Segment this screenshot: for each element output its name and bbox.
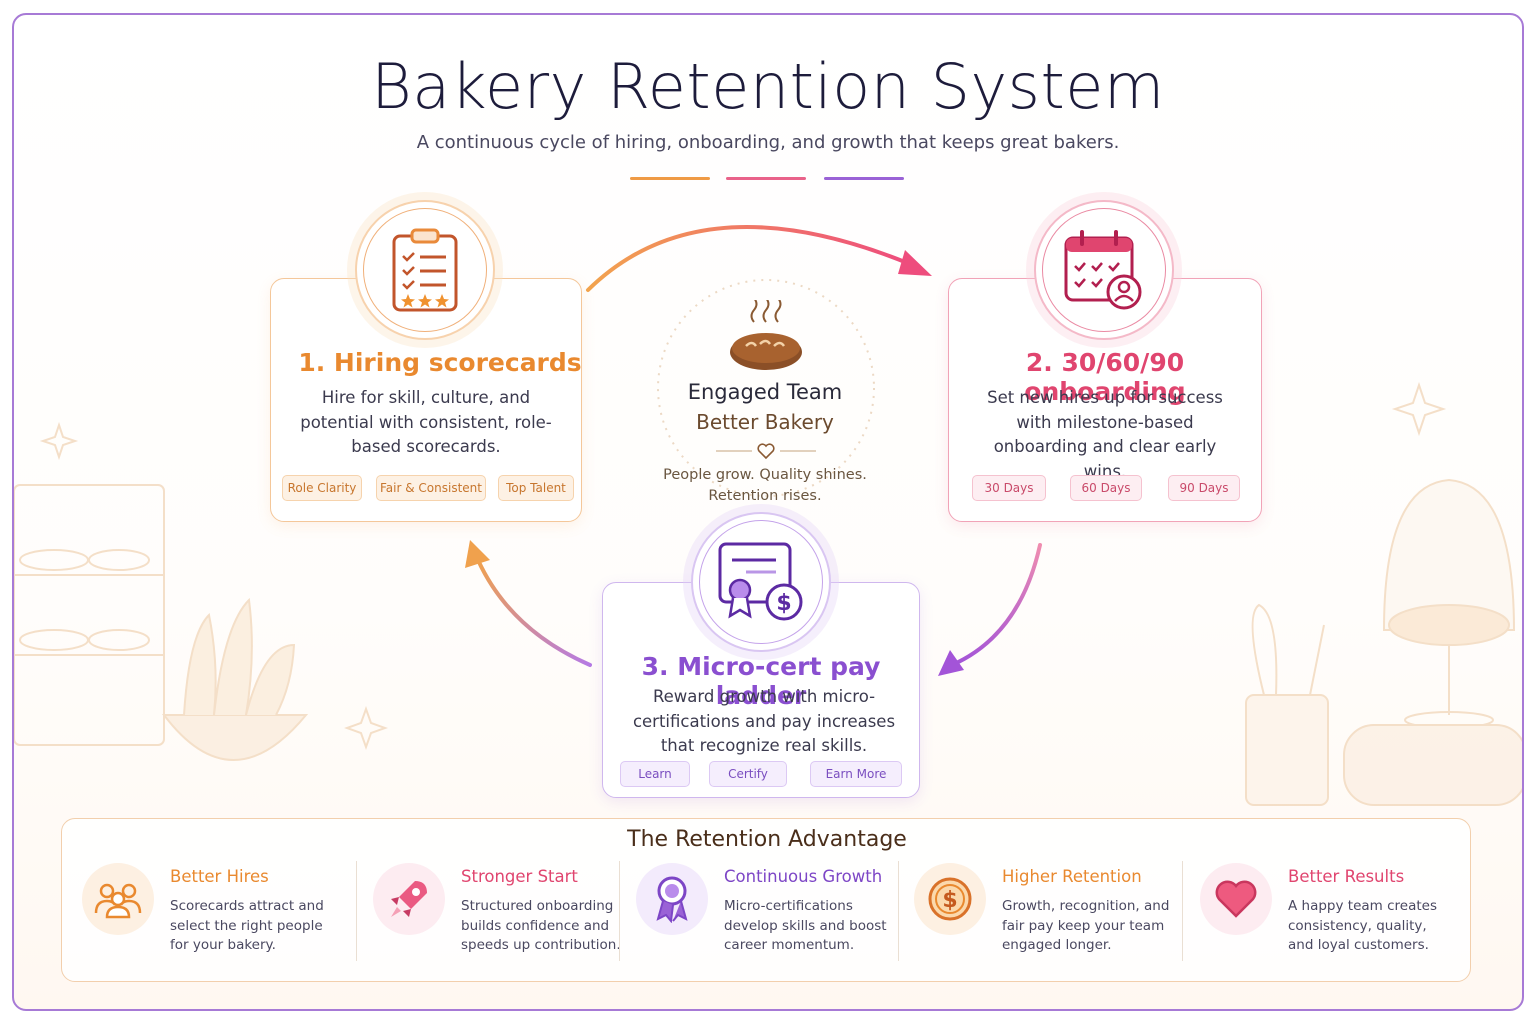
center-dotted-ring bbox=[657, 279, 875, 497]
advantage-item-stronger-start: Stronger Start Structured onboarding bui… bbox=[373, 863, 633, 967]
advantage-desc-higher-retention: Growth, recognition, and fair pay keep y… bbox=[1002, 897, 1202, 956]
chip-certify: Certify bbox=[709, 761, 787, 787]
advantage-desc-stronger-start: Structured onboarding builds confidence … bbox=[461, 897, 661, 956]
advantage-item-better-results: Better Results A happy team creates cons… bbox=[1200, 863, 1460, 967]
icon-circle-micro-cert: $ bbox=[691, 512, 831, 652]
advantage-desc-continuous-growth: Micro-certifications develop skills and … bbox=[724, 897, 924, 956]
bread-loaf-icon bbox=[730, 300, 802, 370]
people-group-icon bbox=[94, 883, 142, 919]
step-1-title: 1. Hiring scorecards bbox=[298, 348, 582, 377]
retention-advantage-panel: The Retention Advantage Better Hires Sco… bbox=[61, 818, 1471, 982]
advantage-desc-better-results: A happy team creates consistency, qualit… bbox=[1288, 897, 1488, 956]
advantage-divider bbox=[356, 861, 357, 961]
advantage-desc-line: develop skills and boost bbox=[724, 917, 887, 934]
center-title: Engaged Team bbox=[687, 380, 843, 404]
advantage-desc-line: select the right people bbox=[170, 917, 323, 934]
step-2-description: Set new hires up for success with milest… bbox=[987, 388, 1223, 481]
advantage-divider bbox=[1182, 861, 1183, 961]
chip-30-days: 30 Days bbox=[972, 475, 1046, 501]
advantage-desc-line: Structured onboarding bbox=[461, 898, 614, 914]
advantage-divider bbox=[619, 861, 620, 961]
dollar-coin-icon: $ bbox=[928, 877, 972, 921]
accent-line-orange bbox=[630, 177, 710, 180]
svg-text:$: $ bbox=[942, 888, 957, 913]
advantage-item-continuous-growth: Continuous Growth Micro-certifications d… bbox=[636, 863, 906, 967]
arrow-microcert-to-hiring bbox=[476, 558, 592, 667]
advantage-title-higher-retention: Higher Retention bbox=[1002, 867, 1142, 886]
advantage-desc-line: and loyal customers. bbox=[1288, 937, 1429, 953]
center-tagline: People grow. Quality shines. Retention r… bbox=[640, 465, 890, 507]
page-title: Bakery Retention System bbox=[371, 50, 1165, 123]
advantage-title: The Retention Advantage bbox=[627, 827, 907, 852]
center-subtitle: Better Bakery bbox=[696, 410, 834, 434]
advantage-desc-line: A happy team creates bbox=[1288, 898, 1437, 914]
clipboard-scorecard-icon bbox=[392, 228, 458, 312]
advantage-icon-badge bbox=[82, 863, 154, 935]
heart-icon bbox=[1215, 880, 1257, 918]
advantage-desc-line: consistency, quality, bbox=[1288, 917, 1427, 934]
advantage-divider bbox=[898, 861, 899, 961]
arrow-hiring-to-onboarding bbox=[586, 224, 907, 292]
advantage-desc-line: Scorecards attract and bbox=[170, 898, 324, 914]
certificate-pay-icon: $ bbox=[718, 542, 803, 621]
advantage-desc-line: Growth, recognition, and bbox=[1002, 898, 1170, 914]
advantage-desc-line: for your bakery. bbox=[170, 937, 276, 953]
advantage-item-better-hires: Better Hires Scorecards attract and sele… bbox=[82, 863, 352, 967]
advantage-icon-badge bbox=[636, 863, 708, 935]
calendar-checklist-icon bbox=[1064, 230, 1142, 310]
step-2-title: 2. 30/60/90 onboarding bbox=[1024, 348, 1186, 406]
accent-line-purple bbox=[824, 177, 904, 180]
advantage-icon-badge: $ bbox=[914, 863, 986, 935]
advantage-desc-line: builds confidence and bbox=[461, 917, 610, 934]
icon-circle-onboarding bbox=[1034, 200, 1174, 340]
advantage-item-higher-retention: $ Higher Retention Growth, recognition, … bbox=[914, 863, 1184, 967]
advantage-title-better-hires: Better Hires bbox=[170, 867, 269, 886]
chip-60-days: 60 Days bbox=[1070, 475, 1142, 501]
advantage-icon-badge bbox=[373, 863, 445, 935]
icon-circle-hiring bbox=[355, 200, 495, 340]
advantage-desc-line: Micro-certifications bbox=[724, 898, 853, 914]
chip-fair-consistent: Fair & Consistent bbox=[376, 475, 486, 501]
step-3-description: Reward growth with micro-certifications … bbox=[632, 687, 896, 755]
chip-90-days: 90 Days bbox=[1168, 475, 1240, 501]
advantage-desc-line: career momentum. bbox=[724, 937, 855, 953]
advantage-desc-better-hires: Scorecards attract and select the right … bbox=[170, 897, 370, 956]
step-1-description: Hire for skill, culture, and potential w… bbox=[300, 388, 552, 456]
chip-earn-more: Earn More bbox=[810, 761, 902, 787]
advantage-desc-line: fair pay keep your team bbox=[1002, 917, 1165, 934]
advantage-title-better-results: Better Results bbox=[1288, 867, 1405, 886]
chip-learn: Learn bbox=[620, 761, 690, 787]
chip-role-clarity: Role Clarity bbox=[282, 475, 362, 501]
page-subtitle: A continuous cycle of hiring, onboarding… bbox=[416, 132, 1120, 153]
accent-line-pink bbox=[726, 177, 806, 180]
arrow-onboarding-to-microcert bbox=[950, 543, 1042, 667]
advantage-title-continuous-growth: Continuous Growth bbox=[724, 867, 883, 886]
chip-top-talent: Top Talent bbox=[498, 475, 574, 501]
step-3-title: 3. Micro-cert pay ladder bbox=[641, 652, 881, 710]
center-tagline-line-1: People grow. Quality shines. bbox=[663, 467, 867, 483]
rocket-icon bbox=[391, 881, 427, 917]
heart-divider bbox=[716, 443, 816, 460]
bakery-background-illustration bbox=[14, 381, 1522, 806]
award-ribbon-icon bbox=[656, 876, 688, 923]
advantage-icon-badge bbox=[1200, 863, 1272, 935]
center-tagline-line-2: Retention rises. bbox=[708, 488, 822, 504]
advantage-desc-line: engaged longer. bbox=[1002, 937, 1112, 953]
advantage-title-stronger-start: Stronger Start bbox=[461, 867, 578, 886]
svg-text:$: $ bbox=[776, 591, 791, 616]
advantage-desc-line: speeds up contribution. bbox=[461, 937, 621, 953]
